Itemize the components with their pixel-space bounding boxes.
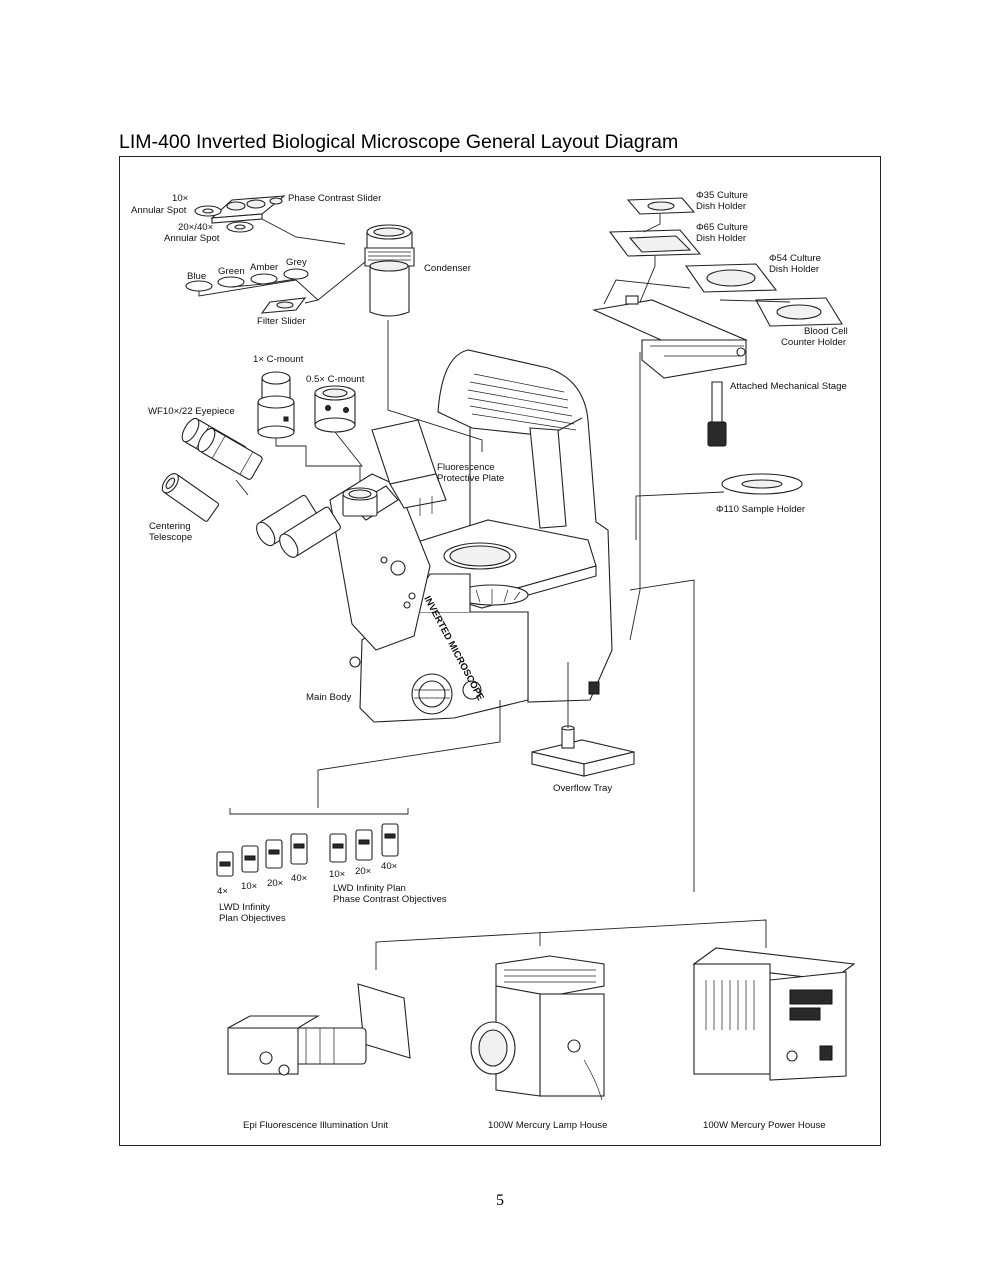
main-body-label: Main Body <box>306 692 352 703</box>
filter-slider-label: Filter Slider <box>257 316 306 327</box>
phi35-holder <box>626 197 696 215</box>
diagram-frame <box>119 156 881 1146</box>
annular-spot-10x <box>194 205 222 217</box>
phase-objective-mag-20x: 20× <box>355 866 371 877</box>
epi-fluorescence-unit <box>227 983 411 1076</box>
centering-telescope-label: Centering Telescope <box>149 521 193 543</box>
lamp-house-label: 100W Mercury Lamp House <box>488 1120 607 1131</box>
objective-mag-40x: 40× <box>291 873 307 884</box>
filter-grey-label: Grey <box>286 257 307 268</box>
filter-amber-label: Amber <box>250 262 279 273</box>
c-mount-1x <box>257 371 295 439</box>
objective-mag-20x: 20× <box>267 878 283 889</box>
phase-contrast-slider-label: Phase Contrast Slider <box>288 193 382 204</box>
power-house <box>692 947 856 1081</box>
phase-objectives-label: LWD Infinity Plan Phase Contrast Objecti… <box>333 883 447 905</box>
phi35-holder-label: Φ35 Culture Dish Holder <box>696 190 751 212</box>
phase-contrast-slider <box>210 195 286 224</box>
filter-blue-label: Blue <box>187 271 206 282</box>
phi54-holder <box>684 263 778 293</box>
filter-green <box>217 276 245 288</box>
fluorescence-plate-label: Fluorescence Protective Plate <box>437 462 504 484</box>
mechanical-stage-label: Attached Mechanical Stage <box>730 381 847 392</box>
condenser <box>364 224 415 317</box>
condenser-label: Condenser <box>424 263 472 274</box>
phase-objective-mag-40x: 40× <box>381 861 397 872</box>
lamp-house <box>470 955 605 1101</box>
fluorescence-protective-plate <box>371 419 447 516</box>
phase-objective-mag-10x: 10× <box>329 869 345 880</box>
filter-green-label: Green <box>218 266 245 277</box>
main-body: INVERTED MICROSCOPE <box>256 349 613 723</box>
objective-mag-10x: 10× <box>241 881 257 892</box>
sample-holder <box>721 473 803 495</box>
annular-spot-20-40x <box>226 221 254 233</box>
centering-telescope <box>161 473 220 522</box>
c-mount-05x-label: 0.5× C-mount <box>306 374 365 385</box>
blood-cell-holder-label: Blood Cell Counter Holder <box>781 326 850 348</box>
filter-grey <box>283 268 309 280</box>
phi54-holder-label: Φ54 Culture Dish Holder <box>769 253 824 275</box>
eyepiece-pair <box>181 417 263 480</box>
sample-holder-label: Φ110 Sample Holder <box>716 504 806 515</box>
overflow-tray <box>531 725 635 777</box>
overflow-tray-label: Overflow Tray <box>553 783 612 794</box>
annular-spot-20-40x-label: 20×/40× Annular Spot <box>164 222 220 244</box>
phi65-holder-label: Φ65 Culture Dish Holder <box>696 222 751 244</box>
blood-cell-holder <box>755 297 843 327</box>
lwd-objectives-label: LWD Infinity Plan Objectives <box>219 902 286 924</box>
objectives-phase <box>329 823 399 863</box>
objectives-lwd <box>216 833 308 877</box>
filter-slider <box>260 297 307 314</box>
power-house-label: 100W Mercury Power House <box>703 1120 826 1131</box>
annular-spot-10x-label: 10× Annular Spot <box>131 193 191 216</box>
c-mount-05x <box>314 385 356 433</box>
c-mount-1x-label: 1× C-mount <box>253 354 304 365</box>
phi65-holder <box>608 229 702 257</box>
mechanical-stage <box>592 295 748 447</box>
objective-mag-4x: 4× <box>217 886 228 897</box>
filter-blue <box>185 280 213 292</box>
page-title: LIM-400 Inverted Biological Microscope G… <box>119 131 679 153</box>
eyepiece-label: WF10×/22 Eyepiece <box>148 406 235 417</box>
page-number: 5 <box>496 1192 504 1209</box>
epi-unit-label: Epi Fluorescence Illumination Unit <box>243 1120 388 1131</box>
